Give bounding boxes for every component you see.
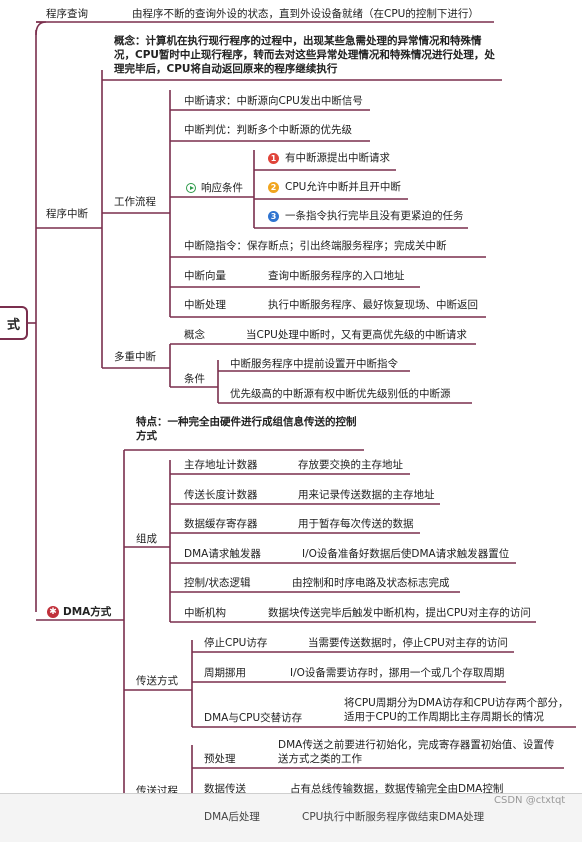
composition-item-name: DMA请求触发器 — [184, 548, 261, 560]
page-footer — [0, 794, 582, 842]
transfer-mode-node[interactable]: 传送方式 — [136, 675, 178, 687]
transfer-process-desc: CPU执行中断服务程序做结束DMA处理 — [302, 811, 485, 823]
response-item: 有中断源提出中断请求 — [285, 152, 390, 164]
polling-node[interactable]: 程序查询 — [46, 8, 88, 20]
play-icon — [186, 183, 196, 193]
transfer-process-name: 预处理 — [204, 753, 236, 765]
root-node[interactable]: 式 — [0, 306, 28, 340]
composition-item-name: 主存地址计数器 — [184, 459, 258, 471]
footer-divider — [0, 793, 582, 794]
number-2-icon: 2 — [268, 182, 279, 193]
interrupt-concept: 概念：计算机在执行现行程序的过程中，出现某些急需处理的异常情况和特殊情况，CPU… — [114, 35, 495, 75]
composition-item-name: 控制/状态逻辑 — [184, 577, 251, 589]
transfer-mode-desc: 当需要传送数据时，停止CPU对主存的访问 — [308, 637, 508, 649]
composition-item-name: 传送长度计数器 — [184, 489, 258, 501]
composition-item-name: 数据缓存寄存器 — [184, 518, 258, 530]
workflow-hidden: 中断隐指令：保存断点；引出终端服务程序；完成关中断 — [184, 240, 447, 252]
condition-item: 中断服务程序中提前设置开中断指令 — [230, 358, 398, 370]
composition-item-name: 中断机构 — [184, 607, 226, 619]
condition-item: 优先级高的中断源有权中断优先级别低的中断源 — [230, 388, 451, 400]
vector-node[interactable]: 中断向量 — [184, 270, 226, 282]
workflow-node[interactable]: 工作流程 — [114, 196, 156, 208]
composition-item-desc: 由控制和时序电路及状态标志完成 — [292, 577, 450, 589]
response-item: CPU允许中断并且开中断 — [285, 181, 401, 193]
watermark: CSDN @ctxtqt — [494, 795, 566, 806]
workflow-request: 中断请求：中断源向CPU发出中断信号 — [184, 95, 363, 107]
handle-node[interactable]: 中断处理 — [184, 299, 226, 311]
composition-item-desc: 存放要交换的主存地址 — [298, 459, 403, 471]
composition-node[interactable]: 组成 — [136, 533, 157, 545]
multi-concept-desc: 当CPU处理中断时，又有更高优先级的中断请求 — [246, 329, 467, 341]
transfer-mode-name: 停止CPU访存 — [204, 637, 268, 649]
transfer-mode-name: 周期挪用 — [204, 667, 246, 679]
composition-item-desc: 用于暂存每次传送的数据 — [298, 518, 414, 530]
multi-condition-node[interactable]: 条件 — [184, 373, 205, 385]
number-1-icon: 1 — [268, 153, 279, 164]
star-icon: ✱ — [47, 606, 59, 618]
handle-desc: 执行中断服务程序、最好恢复现场、中断返回 — [268, 299, 478, 311]
dma-feature: 特点：一种完全由硬件进行成组信息传送的控制方式 — [136, 416, 357, 442]
transfer-process-desc: DMA传送之前要进行初始化，完成寄存器置初始值、设置传送方式之类的工作 — [278, 739, 555, 765]
transfer-mode-desc: 将CPU周期分为DMA访存和CPU访存两个部分，适用于CPU的工作周期比主存周期… — [344, 697, 569, 723]
transfer-process-desc: 占有总线传输数据，数据传输完全由DMA控制 — [290, 783, 504, 795]
transfer-mode-name: DMA与CPU交替访存 — [204, 712, 303, 724]
dma-node[interactable]: DMA方式 — [63, 606, 112, 618]
response-item: 一条指令执行完毕且没有更紧迫的任务 — [285, 210, 464, 222]
multi-node[interactable]: 多重中断 — [114, 351, 156, 363]
vector-desc: 查询中断服务程序的入口地址 — [268, 270, 405, 282]
composition-item-desc: I/O设备准备好数据后使DMA请求触发器置位 — [302, 548, 510, 560]
workflow-priority: 中断判优：判断多个中断源的优先级 — [184, 124, 352, 136]
multi-concept-node[interactable]: 概念 — [184, 329, 205, 341]
transfer-process-name: 数据传送 — [204, 783, 246, 795]
transfer-process-name: DMA后处理 — [204, 811, 260, 823]
composition-item-desc: 用来记录传送数据的主存地址 — [298, 489, 435, 501]
response-node[interactable]: 响应条件 — [201, 182, 243, 194]
polling-desc: 由程序不断的查询外设的状态，直到外设设备就绪（在CPU的控制下进行） — [132, 8, 479, 20]
composition-item-desc: 数据块传送完毕后触发中断机构，提出CPU对主存的访问 — [268, 607, 531, 619]
number-3-icon: 3 — [268, 211, 279, 222]
interrupt-node[interactable]: 程序中断 — [46, 208, 88, 220]
transfer-mode-desc: I/O设备需要访存时，挪用一个或几个存取周期 — [290, 667, 505, 679]
